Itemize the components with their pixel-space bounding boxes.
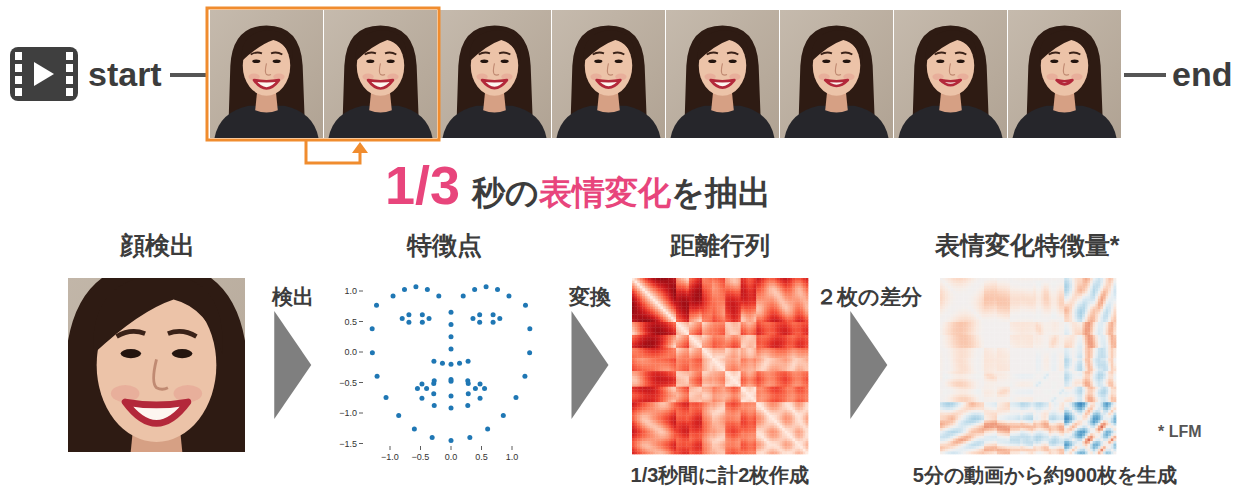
page: 顔検出特徴点距離行列表情変化特徴量* 1/3秒の表情変化を抽出 検出変換２枚の差… [0,0,1252,488]
